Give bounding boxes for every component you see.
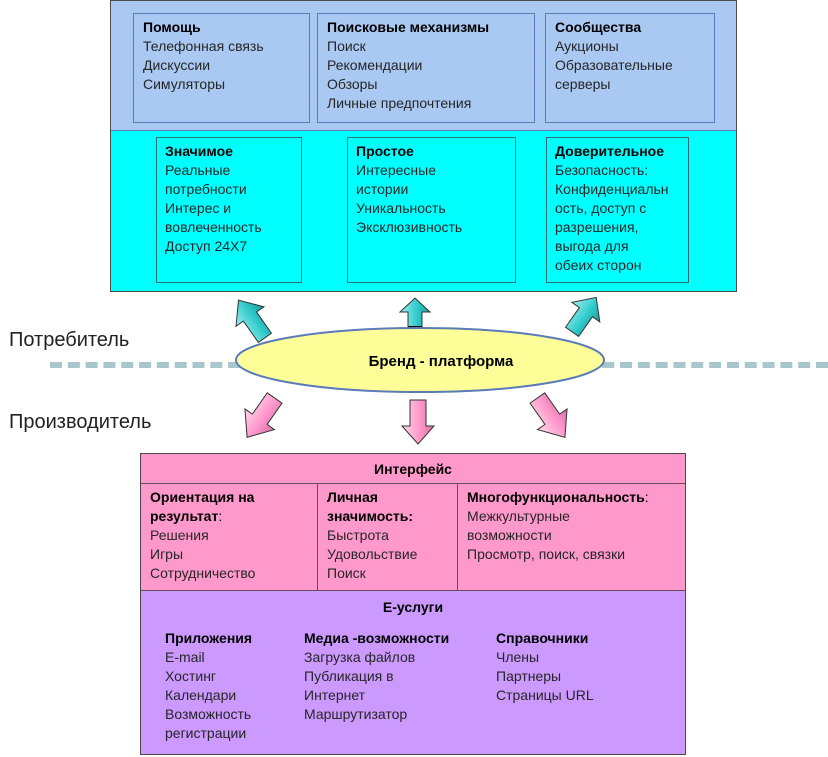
help-title: Помощь bbox=[143, 19, 201, 35]
applications-item: регистрации bbox=[165, 725, 247, 741]
help-item: Телефонная связь bbox=[143, 38, 264, 54]
brand-platform-label: Бренд - платформа bbox=[369, 353, 514, 370]
media-capabilities-column: Медиа -возможности Загрузка файлов Публи… bbox=[304, 629, 484, 724]
consumer-label: Потребитель bbox=[9, 329, 130, 351]
result-orientation-column: Ориентация на результат: Решения Игры Со… bbox=[141, 484, 318, 590]
result-orientation-item: Сотрудничество bbox=[150, 565, 256, 581]
search-mechanisms-box: Поисковые механизмы Поиск Рекомендации О… bbox=[317, 13, 535, 123]
interface-row: Интерфейс Ориентация на результат: Решен… bbox=[141, 454, 685, 590]
search-mechanisms-title: Поисковые механизмы bbox=[327, 19, 490, 35]
result-orientation-title: Ориентация на результат: bbox=[150, 489, 255, 524]
directories-title: Справочники bbox=[496, 630, 589, 646]
meaningful-item: Доступ 24Х7 bbox=[165, 238, 248, 254]
media-capabilities-title: Медиа -возможности bbox=[304, 630, 450, 646]
multifunctionality-item: возможности bbox=[467, 527, 552, 543]
applications-item: Хостинг bbox=[165, 668, 217, 684]
trustworthy-item: ость, доступ с bbox=[555, 200, 647, 216]
directories-item: Страницы URL bbox=[496, 687, 594, 703]
search-item: Личные предпочтения bbox=[327, 95, 472, 111]
communities-box: Сообщества Аукционы Образовательные серв… bbox=[545, 13, 715, 123]
help-box: Помощь Телефонная связь Дискуссии Симуля… bbox=[133, 13, 310, 123]
meaningful-item: Реальные bbox=[165, 162, 231, 178]
brand-platform-ellipse bbox=[235, 327, 605, 393]
values-row: Значимое Реальные потребности Интерес и … bbox=[111, 131, 736, 291]
media-capabilities-item: Маршрутизатор bbox=[304, 706, 408, 722]
help-item: Дискуссии bbox=[143, 57, 211, 73]
meaningful-title: Значимое bbox=[165, 143, 233, 159]
trustworthy-item: обеих сторон bbox=[555, 257, 642, 273]
communities-item: Образовательные bbox=[555, 57, 673, 73]
communities-item: Аукционы bbox=[555, 38, 619, 54]
personal-significance-title: Личная значимость: bbox=[327, 489, 414, 524]
media-capabilities-item: Интернет bbox=[304, 687, 366, 703]
multifunctionality-column: Многофункциональность: Межкультурные воз… bbox=[458, 484, 685, 590]
personal-significance-item: Быстрота bbox=[327, 527, 389, 543]
directories-column: Справочники Члены Партнеры Страницы URL bbox=[496, 629, 656, 705]
result-orientation-item: Игры bbox=[150, 546, 184, 562]
meaningful-item: вовлеченность bbox=[165, 219, 262, 235]
up-arrow-left-icon bbox=[235, 299, 273, 344]
personal-significance-item: Удовольствие bbox=[327, 546, 418, 562]
applications-column: Приложения E-mail Хостинг Календари Возм… bbox=[165, 629, 295, 743]
directories-item: Партнеры bbox=[496, 668, 562, 684]
meaningful-item: потребности bbox=[165, 181, 247, 197]
down-arrow-right-icon bbox=[529, 392, 568, 438]
multifunctionality-title: Многофункциональность: bbox=[467, 489, 649, 505]
media-capabilities-item: Публикация в bbox=[304, 668, 394, 684]
applications-item: E-mail bbox=[165, 649, 205, 665]
communities-item: серверы bbox=[555, 76, 611, 92]
directories-item: Члены bbox=[496, 649, 540, 665]
meaningful-box: Значимое Реальные потребности Интерес и … bbox=[156, 137, 302, 283]
applications-title: Приложения bbox=[165, 630, 253, 646]
trustworthy-box: Доверительное Безопасность: Конфиденциал… bbox=[546, 137, 689, 283]
personal-significance-item: Поиск bbox=[327, 565, 366, 581]
media-capabilities-item: Загрузка файлов bbox=[304, 649, 416, 665]
consumer-panel: Помощь Телефонная связь Дискуссии Симуля… bbox=[110, 0, 737, 292]
search-item: Обзоры bbox=[327, 76, 378, 92]
trustworthy-item: выгода для bbox=[555, 238, 629, 254]
trustworthy-item: разрешения, bbox=[555, 219, 639, 235]
up-arrow-right-icon bbox=[564, 296, 601, 338]
up-arrow-center-icon bbox=[398, 297, 432, 330]
communities-title: Сообщества bbox=[555, 19, 642, 35]
simple-title: Простое bbox=[356, 143, 414, 159]
multifunctionality-item: Просмотр, поиск, связки bbox=[467, 546, 626, 562]
interface-title: Интерфейс bbox=[141, 454, 685, 484]
producer-panel: Интерфейс Ориентация на результат: Решен… bbox=[140, 453, 686, 755]
help-item: Симуляторы bbox=[143, 76, 226, 92]
personal-significance-column: Личная значимость: Быстрота Удовольствие… bbox=[318, 484, 458, 590]
down-arrow-center-icon bbox=[400, 399, 436, 445]
applications-item: Возможность bbox=[165, 706, 252, 722]
down-arrow-left-icon bbox=[244, 392, 283, 438]
trustworthy-item: Безопасность: bbox=[555, 162, 649, 178]
search-item: Поиск bbox=[327, 38, 366, 54]
producer-label: Производитель bbox=[9, 411, 152, 433]
simple-box: Простое Интересные истории Уникальность … bbox=[347, 137, 516, 283]
simple-item: Интересные bbox=[356, 162, 436, 178]
trustworthy-item: Конфиденциальн bbox=[555, 181, 669, 197]
trustworthy-title: Доверительное bbox=[555, 143, 664, 159]
eservices-title: E-услуги bbox=[382, 599, 444, 615]
meaningful-item: Интерес и bbox=[165, 200, 232, 216]
result-orientation-item: Решения bbox=[150, 527, 209, 543]
search-item: Рекомендации bbox=[327, 57, 423, 73]
multifunctionality-item: Межкультурные bbox=[467, 508, 570, 524]
simple-item: Уникальность bbox=[356, 200, 446, 216]
eservices-row: E-услуги Приложения E-mail Хостинг Кален… bbox=[141, 590, 685, 754]
features-row: Помощь Телефонная связь Дискуссии Симуля… bbox=[111, 1, 736, 131]
simple-item: Эксклюзивность bbox=[356, 219, 463, 235]
applications-item: Календари bbox=[165, 687, 237, 703]
simple-item: истории bbox=[356, 181, 409, 197]
